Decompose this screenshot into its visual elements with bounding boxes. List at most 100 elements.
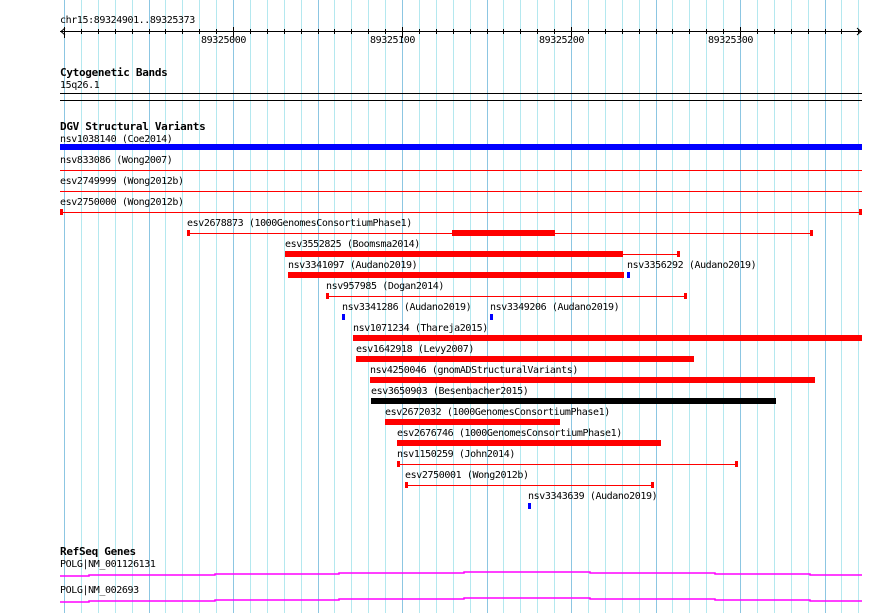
grid-line: [199, 0, 200, 613]
grid-line: [318, 0, 319, 613]
feature-label: nsv957985 (Dogan2014): [326, 281, 445, 292]
grid-line: [267, 0, 268, 613]
feature-end-cap: [859, 209, 862, 215]
feature-label: esv2750001 (Wong2012b): [405, 470, 529, 481]
feature-bar[interactable]: [356, 356, 694, 362]
grid-line: [622, 0, 623, 613]
feature-bar[interactable]: [342, 314, 345, 320]
feature-line[interactable]: [326, 296, 687, 297]
feature-bar[interactable]: [371, 398, 776, 404]
grid-line: [284, 0, 285, 613]
tick-label: 89325300: [708, 35, 753, 46]
grid-line: [436, 0, 437, 613]
grid-line: [588, 0, 589, 613]
feature-bar[interactable]: [353, 335, 862, 341]
cytoband-label: 15q26.1: [60, 80, 100, 91]
feature-line[interactable]: [405, 485, 654, 486]
feature-label: nsv1071234 (Thareja2015): [353, 323, 488, 334]
feature-label: esv3552825 (Boomsma2014): [285, 239, 420, 250]
tick-label: 89325200: [539, 35, 584, 46]
feature-line[interactable]: [60, 170, 862, 171]
grid-line: [639, 0, 640, 613]
grid-line: [503, 0, 504, 613]
feature-end-cap: [810, 230, 813, 236]
tick-label: 89325000: [201, 35, 246, 46]
feature-end-cap: [60, 209, 63, 215]
feature-label: nsv3341097 (Audano2019): [288, 260, 418, 271]
grid-line: [64, 0, 65, 613]
feature-label: nsv3341286 (Audano2019): [342, 302, 472, 313]
feature-end-cap: [651, 482, 654, 488]
grid-line: [385, 0, 386, 613]
feature-bar[interactable]: [370, 377, 815, 383]
tick-label: 89325100: [370, 35, 415, 46]
grid-line: [757, 0, 758, 613]
grid-line: [774, 0, 775, 613]
gene-label[interactable]: POLG|NM_002693: [60, 585, 139, 596]
feature-line[interactable]: [60, 191, 862, 192]
feature-label: nsv3356292 (Audano2019): [627, 260, 757, 271]
feature-line[interactable]: [60, 212, 862, 213]
gene-model-line[interactable]: [60, 571, 862, 577]
feature-label: esv2750000 (Wong2012b): [60, 197, 184, 208]
grid-line: [841, 0, 842, 613]
grid-line: [182, 0, 183, 613]
feature-bar[interactable]: [288, 272, 624, 278]
feature-bar[interactable]: [452, 230, 555, 236]
grid-line: [808, 0, 809, 613]
gene-label[interactable]: POLG|NM_001126131: [60, 559, 156, 570]
feature-line[interactable]: [397, 464, 738, 465]
grid-line: [858, 0, 859, 613]
feature-bar[interactable]: [397, 440, 661, 446]
feature-bar[interactable]: [385, 419, 560, 425]
feature-end-cap: [677, 251, 680, 257]
grid-line: [149, 0, 150, 613]
feature-bar[interactable]: [285, 251, 623, 257]
grid-line: [470, 0, 471, 613]
grid-line: [656, 0, 657, 613]
feature-label: nsv3343639 (Audano2019): [528, 491, 658, 502]
track-title: RefSeq Genes: [60, 545, 136, 558]
grid-line: [571, 0, 572, 613]
grid-line: [81, 0, 82, 613]
grid-line: [301, 0, 302, 613]
feature-end-cap: [187, 230, 190, 236]
grid-line: [115, 0, 116, 613]
grid-line: [453, 0, 454, 613]
feature-label: esv2678873 (1000GenomesConsortiumPhase1): [187, 218, 412, 229]
feature-label: esv2749999 (Wong2012b): [60, 176, 184, 187]
grid-line: [554, 0, 555, 613]
feature-bar[interactable]: [528, 503, 531, 509]
grid-line: [537, 0, 538, 613]
grid-line: [334, 0, 335, 613]
grid-line: [689, 0, 690, 613]
grid-line: [419, 0, 420, 613]
grid-line: [605, 0, 606, 613]
cytoband-line[interactable]: [60, 93, 862, 94]
gene-model-line[interactable]: [60, 597, 862, 603]
feature-label: esv2676746 (1000GenomesConsortiumPhase1): [397, 428, 622, 439]
feature-bar[interactable]: [490, 314, 493, 320]
feature-label: nsv833086 (Wong2007): [60, 155, 173, 166]
feature-bar[interactable]: [627, 272, 630, 278]
grid-line: [723, 0, 724, 613]
feature-end-cap: [326, 293, 329, 299]
grid-line: [402, 0, 403, 613]
feature-label: nsv1150259 (John2014): [397, 449, 516, 460]
grid-line: [165, 0, 166, 613]
feature-end-cap: [735, 461, 738, 467]
grid-line: [250, 0, 251, 613]
feature-bar[interactable]: [60, 144, 862, 150]
grid-line: [98, 0, 99, 613]
feature-label: esv3650903 (Besenbacher2015): [371, 386, 529, 397]
grid-line: [216, 0, 217, 613]
grid-line: [791, 0, 792, 613]
feature-label: nsv3349206 (Audano2019): [490, 302, 620, 313]
grid-line: [368, 0, 369, 613]
grid-line: [825, 0, 826, 613]
arrow-left-icon: [60, 27, 66, 36]
grid-line: [233, 0, 234, 613]
feature-end-cap: [405, 482, 408, 488]
track-divider: [60, 100, 862, 101]
